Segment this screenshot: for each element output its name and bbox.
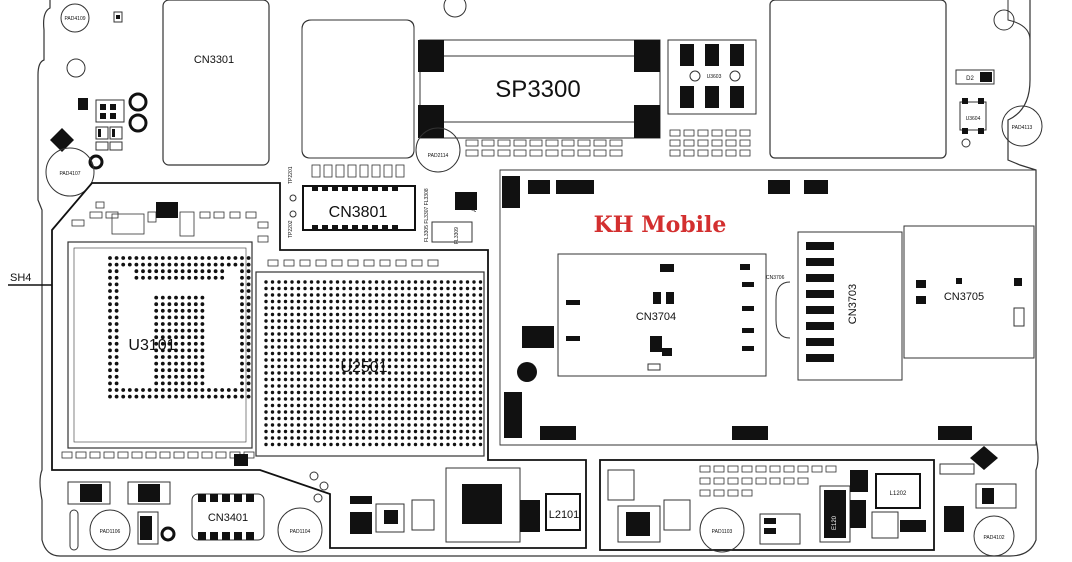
chip-u3603: U3603	[667, 39, 757, 115]
u3603-label: U3603	[707, 74, 722, 80]
chip-u3101: U3101	[67, 241, 253, 449]
passive-row-top	[465, 129, 751, 157]
fl-group-label: FL3305 FL3307 FL3308	[424, 188, 430, 242]
fl3309-label: FL3309	[454, 227, 460, 244]
pad-1106	[89, 509, 131, 551]
pad-4107-label: PAD4107	[59, 171, 80, 177]
connector-cn3301	[162, 0, 270, 166]
board-corner-notch	[1007, 0, 1031, 41]
pad-1104-label: PAD1104	[290, 529, 311, 535]
tp2202-label: TP2202	[288, 220, 294, 238]
bottom-right-cluster: PAD1103 E120 L1202	[607, 469, 926, 553]
u3101-label: U3101	[128, 337, 175, 354]
sh4-label: SH4	[10, 272, 31, 284]
pad-4102-label: PAD4102	[983, 535, 1004, 541]
pad-4102	[973, 515, 1015, 557]
passive-row-cn3801	[311, 164, 405, 178]
shield-top-right	[769, 0, 947, 159]
passive-cluster-shield	[61, 201, 439, 459]
pad-1103	[699, 507, 745, 553]
cn3705-label: CN3705	[944, 291, 984, 303]
d2-label: D2	[966, 76, 974, 82]
connector-cn3704: CN3704	[557, 253, 767, 377]
chip-u2501: U2501	[255, 271, 485, 457]
module-outline	[301, 19, 415, 159]
cn3703-label: CN3703	[847, 284, 859, 324]
shield-right	[499, 169, 1037, 446]
pad-1104	[277, 507, 323, 553]
pad-1103-label: PAD1103	[712, 529, 733, 535]
l1202-label: L1202	[890, 491, 907, 497]
cn3706-label: CN3706	[766, 275, 785, 281]
l2101-label: L2101	[549, 509, 580, 521]
pad-2114-label: PAD2114	[428, 153, 449, 159]
shield-bottom-right	[599, 459, 935, 551]
left-passive-cluster	[50, 92, 148, 170]
connector-cn3801: CN3801	[302, 185, 416, 231]
cn3401-label: CN3401	[208, 512, 248, 524]
connector-cn3401: CN3401	[191, 493, 265, 541]
u2501-label: U2501	[340, 359, 387, 376]
cn3301-label: CN3301	[194, 54, 234, 66]
speaker-sp3300: SP3300	[418, 39, 661, 139]
pmic-cluster: L2101	[309, 467, 581, 543]
pad-4113	[1001, 105, 1043, 147]
bottom-right-row	[699, 465, 837, 497]
cn3704-label: CN3704	[636, 311, 676, 323]
u3604-label: U3604	[966, 116, 981, 122]
pad-1106-label: PAD1106	[100, 529, 121, 535]
pad-4109	[60, 3, 90, 33]
chip-u3604	[959, 101, 987, 131]
connector-cn3705: CN3705	[903, 225, 1035, 359]
connector-cn3703: CN3703	[797, 231, 903, 381]
shield-left	[51, 182, 587, 549]
pad-4109-label: PAD4109	[64, 16, 85, 22]
board-outline	[37, 0, 1039, 557]
brand-watermark: KH Mobile	[594, 212, 727, 238]
e120-label: E120	[832, 515, 838, 530]
cn3801-label: CN3801	[329, 204, 388, 221]
pad-4107	[45, 147, 95, 197]
pad-4113-label: PAD4113	[1012, 125, 1033, 131]
tp2201-label: TP2201	[288, 166, 294, 184]
sp3300-label: SP3300	[495, 76, 580, 103]
